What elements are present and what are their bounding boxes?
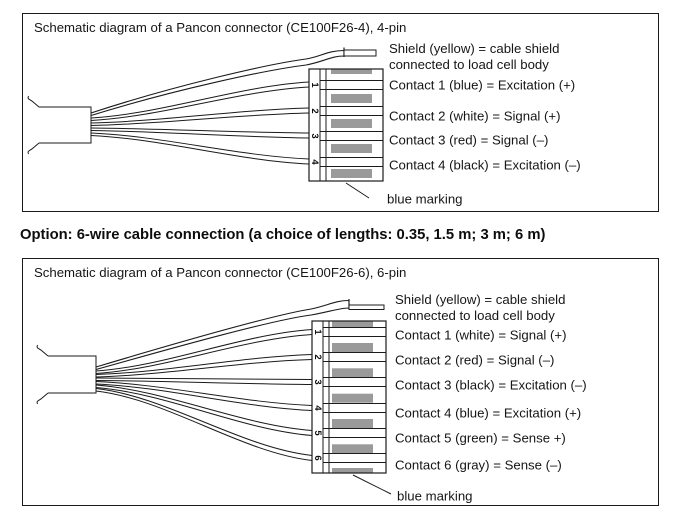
pin-number: 3 xyxy=(312,379,323,384)
shield-label-line2: connected to load cell body xyxy=(389,57,549,72)
contact-label-1: Contact 1 (blue) = Excitation (+) xyxy=(389,77,576,92)
contact-label-2: Contact 2 (red) = Signal (–) xyxy=(395,352,555,367)
pin-number: 5 xyxy=(312,430,323,436)
pin-number: 1 xyxy=(309,82,320,88)
shield-label-line1: Shield (yellow) = cable shield xyxy=(395,292,566,307)
pin-number: 3 xyxy=(309,133,320,138)
panel-title-4pin: Schematic diagram of a Pancon connector … xyxy=(34,19,407,35)
pin-number: 4 xyxy=(312,405,323,411)
diagram-panel-6pin: Schematic diagram of a Pancon connector … xyxy=(22,258,659,506)
blue-marking-label: blue marking xyxy=(397,488,473,504)
panel-title-6pin: Schematic diagram of a Pancon connector … xyxy=(34,264,407,280)
contact-label-2: Contact 2 (white) = Signal (+) xyxy=(389,108,561,124)
wiring-diagram-6pin: 1 2 3 4 5 6 xyxy=(36,299,392,495)
contact-label-6: Contact 6 (gray) = Sense (–) xyxy=(395,457,562,472)
pin-number: 4 xyxy=(309,159,320,165)
pin-number: 2 xyxy=(309,108,320,113)
pin-number: 1 xyxy=(312,329,323,335)
option-heading: Option: 6-wire cable connection (a choic… xyxy=(20,227,546,243)
wiring-diagram-4pin: 1 2 3 4 xyxy=(27,47,384,199)
pin-number: 2 xyxy=(312,354,323,359)
contact-label-3: Contact 3 (black) = Excitation (–) xyxy=(395,377,587,392)
contact-label-4: Contact 4 (black) = Excitation (–) xyxy=(389,157,581,173)
diagram-panel-4pin: Schematic diagram of a Pancon connector … xyxy=(22,13,659,212)
contact-label-5: Contact 5 (green) = Sense +) xyxy=(395,430,566,445)
contact-label-3: Contact 3 (red) = Signal (–) xyxy=(389,132,549,148)
contact-label-1: Contact 1 (white) = Signal (+) xyxy=(395,327,567,342)
pin-number: 6 xyxy=(312,455,323,460)
contact-label-4: Contact 4 (blue) = Excitation (+) xyxy=(395,405,582,420)
blue-marking-label: blue marking xyxy=(387,191,463,207)
shield-label-line2: connected to load cell body xyxy=(395,308,555,323)
shield-label-line1: Shield (yellow) = cable shield xyxy=(389,41,560,56)
